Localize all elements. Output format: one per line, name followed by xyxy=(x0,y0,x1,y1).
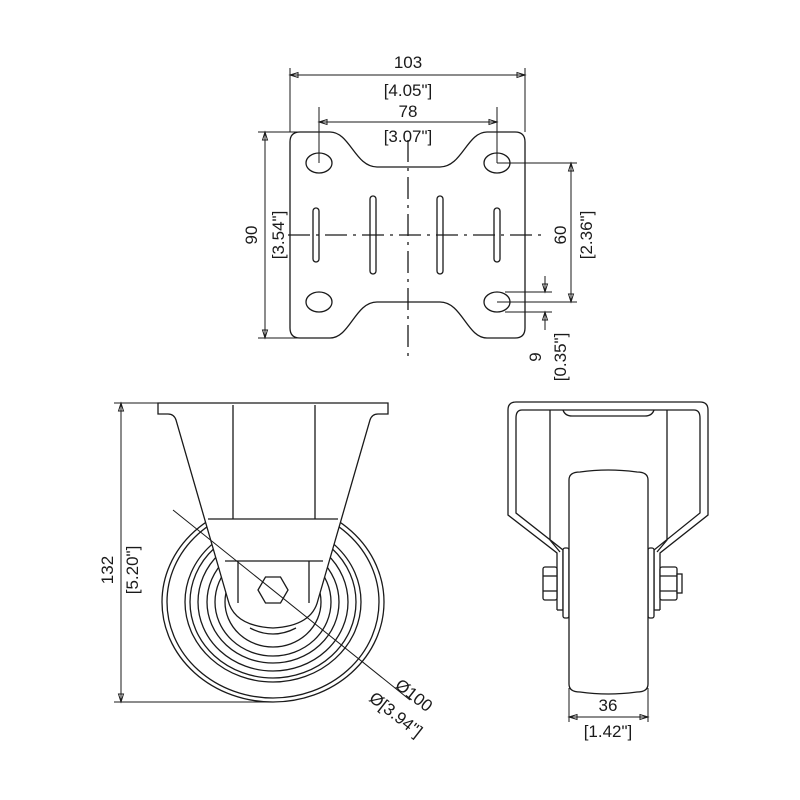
axle-boss-right xyxy=(647,547,655,619)
wheel-side xyxy=(568,469,649,695)
mounting-hole xyxy=(305,291,333,313)
dimension-label-inch: [4.05"] xyxy=(384,81,433,100)
dimension-label-mm: 78 xyxy=(399,102,418,121)
front-view: Ø100 Ø[3.94"] 132 [5.20"] xyxy=(98,401,436,741)
axle-boss-left xyxy=(562,547,570,619)
dimension-overall-length: 90 [3.54"] xyxy=(242,130,300,340)
dimension-label-mm: 36 xyxy=(599,696,618,715)
dimension-label-inch: [2.36"] xyxy=(577,211,596,260)
dimension-label-mm: 103 xyxy=(394,53,422,72)
top-plate-view: 103 [4.05"] 78 [3.07"] 90 [3.54"] 6 xyxy=(242,53,596,381)
dimension-hole-size: 9 [0.35"] xyxy=(505,276,570,381)
dimension-label-mm: 132 xyxy=(98,556,117,584)
fork-bracket-front xyxy=(157,402,389,635)
dimension-label-mm: 60 xyxy=(551,226,570,245)
dimension-label-mm: 90 xyxy=(242,226,261,245)
dimension-wheel-width: 36 [1.42"] xyxy=(567,688,650,741)
dimension-label-inch: [3.54"] xyxy=(269,211,288,260)
dimension-label-inch: [1.42"] xyxy=(584,722,633,741)
dimension-label-mm: 9 xyxy=(526,352,545,361)
dimension-hole-spacing-y: 60 [2.36"] xyxy=(497,161,596,304)
axle-nut-right xyxy=(659,566,678,601)
dimension-height: 132 [5.20"] xyxy=(98,401,273,704)
dimension-overall-width: 103 [4.05"] xyxy=(288,53,527,132)
fork-bracket-side xyxy=(507,401,709,611)
dimension-label-inch: [5.20"] xyxy=(123,546,142,595)
dimension-hole-spacing-x: 78 [3.07"] xyxy=(317,102,499,163)
axle-nut-left xyxy=(542,566,558,601)
axle-bolt-end xyxy=(676,573,683,594)
dimension-label-inch: [3.07"] xyxy=(384,127,433,146)
mounting-plate-outline xyxy=(289,131,526,339)
dimension-label-inch: [0.35"] xyxy=(551,333,570,382)
side-view: 36 [1.42"] xyxy=(507,401,709,741)
